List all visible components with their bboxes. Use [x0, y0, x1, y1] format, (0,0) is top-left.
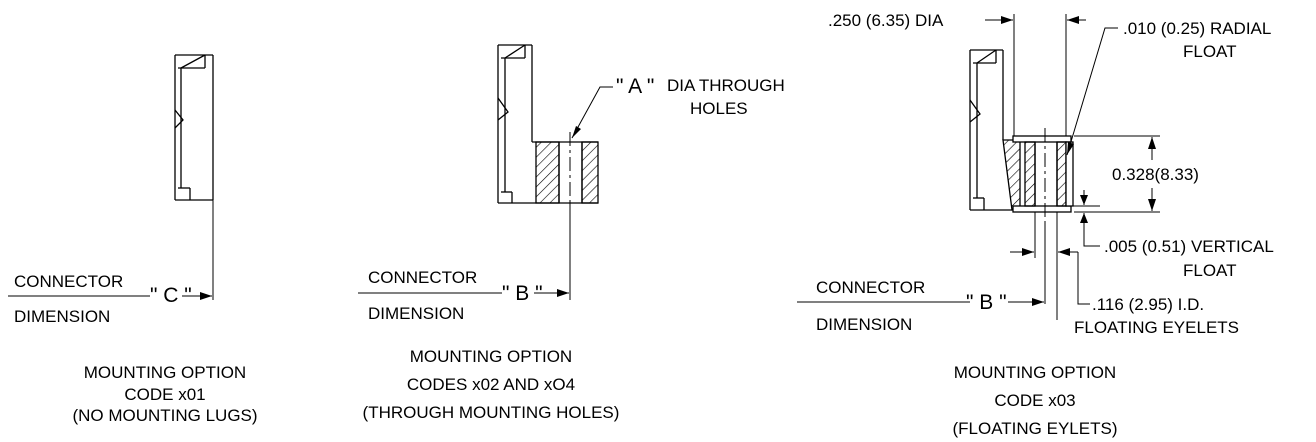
caption-line: (NO MOUNTING LUGS)	[72, 406, 257, 425]
option-1-dim-letter: " C "	[150, 284, 192, 307]
caption-line: MOUNTING OPTION	[954, 363, 1116, 382]
option-1-drawing: CONNECTOR DIMENSION " C " MOUNTING OPTIO…	[8, 54, 258, 425]
option-1-connector-label: CONNECTOR	[14, 272, 123, 291]
option-2-callout-a-text: DIA THROUGH	[667, 76, 785, 95]
connector-profile-3	[969, 49, 1012, 211]
option-2-caption: MOUNTING OPTION CODES x02 AND xO4 (THROU…	[363, 347, 620, 422]
connector-profile-2	[497, 44, 536, 204]
radial-float-label: FLOAT	[1183, 42, 1237, 61]
option-3-caption: MOUNTING OPTION CODE x03 (FLOATING EYLET…	[953, 363, 1118, 438]
caption-line: CODE x01	[124, 385, 205, 404]
radial-float-label: .010 (0.25) RADIAL	[1123, 19, 1271, 38]
floating-eyelet	[1002, 128, 1074, 222]
option-3-drawing: .250 (6.35) DIA .010 (0.25) RADIAL FLOAT…	[797, 11, 1274, 438]
dia-label: .250 (6.35) DIA	[828, 11, 944, 30]
floating-eyelets-label: FLOATING EYELETS	[1074, 318, 1239, 337]
option-3-connector-label: CONNECTOR	[816, 278, 925, 297]
option-2-callout-a-letter: " A "	[616, 75, 654, 98]
caption-line: (THROUGH MOUNTING HOLES)	[363, 403, 620, 422]
caption-line: MOUNTING OPTION	[410, 347, 572, 366]
caption-line: CODE x03	[994, 391, 1075, 410]
option-3-dimension-label: DIMENSION	[816, 315, 912, 334]
caption-line: (FLOATING EYLETS)	[953, 419, 1118, 438]
option-2-dim-letter: " B "	[502, 282, 543, 305]
connector-profile-1	[174, 54, 214, 300]
option-2-drawing: " A " DIA THROUGH HOLES CONNECTOR DIMENS…	[358, 44, 785, 422]
option-1-caption: MOUNTING OPTION CODE x01 (NO MOUNTING LU…	[72, 363, 257, 425]
vertical-float-label: FLOAT	[1183, 261, 1237, 280]
option-2-connector-label: CONNECTOR	[368, 268, 477, 287]
caption-line: CODES x02 AND xO4	[407, 375, 575, 394]
option-2-callout-a-text: HOLES	[690, 99, 748, 118]
option-2-dimension-label: DIMENSION	[368, 304, 464, 323]
caption-line: MOUNTING OPTION	[84, 363, 246, 382]
id-label: .116 (2.95) I.D.	[1092, 295, 1204, 314]
mounting-lug-2	[532, 132, 599, 300]
option-1-dimension-label: DIMENSION	[14, 307, 110, 326]
height-label: 0.328(8.33)	[1112, 165, 1199, 184]
vertical-float-label: .005 (0.51) VERTICAL	[1104, 237, 1274, 256]
option-3-dim-letter: " B "	[966, 291, 1007, 314]
